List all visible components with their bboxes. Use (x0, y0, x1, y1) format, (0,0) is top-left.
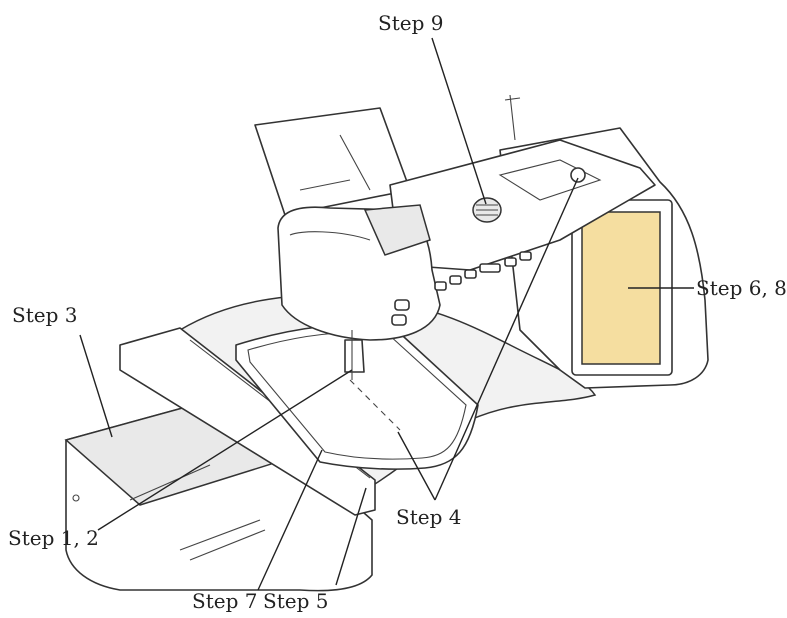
label-step7: Step 7 (192, 589, 257, 613)
label-step12: Step 1, 2 (8, 526, 99, 550)
control-button (395, 300, 409, 310)
control-button (505, 258, 516, 266)
control-button (450, 276, 461, 284)
control-button (392, 315, 406, 325)
thread-stand (505, 95, 520, 140)
label-step5: Step 5 (263, 589, 328, 613)
leader-step3 (80, 335, 112, 437)
label-step68: Step 6, 8 (696, 276, 787, 300)
presser-foot (345, 340, 364, 372)
control-button (465, 270, 476, 278)
control-button (435, 282, 446, 290)
label-step4: Step 4 (396, 505, 461, 529)
label-step3: Step 3 (12, 303, 77, 327)
control-button (480, 264, 500, 272)
top-cover (255, 108, 410, 215)
label-step9: Step 9 (378, 11, 443, 35)
control-button (520, 252, 531, 260)
thread-guide (571, 168, 585, 182)
